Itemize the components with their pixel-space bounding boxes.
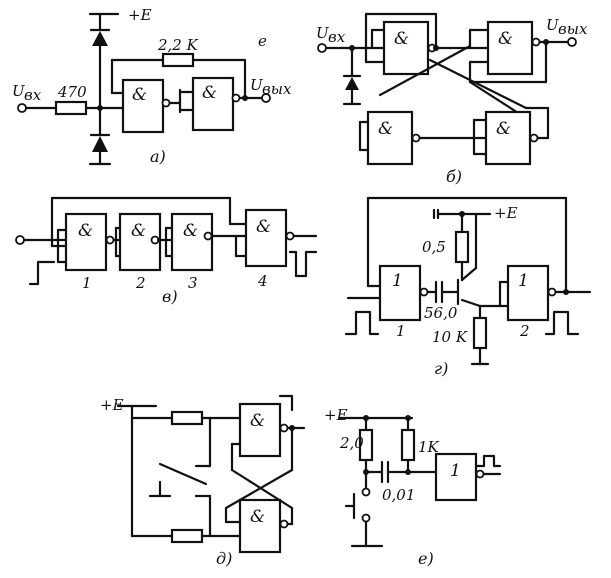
panel-g-number-1: 1 [396, 322, 406, 340]
panel-e-gate-symbol: 1 [450, 461, 461, 481]
panel-d-gate-1-symbol: & [250, 411, 265, 431]
panel-e-caption: е) [418, 549, 434, 568]
panel-b-caption: б) [446, 167, 462, 186]
panel-c-gate-4-symbol: & [256, 217, 271, 237]
panel-c-gate-2-symbol: & [131, 221, 146, 241]
panel-d-supply-label: +E [100, 396, 124, 414]
panel-c-caption: в) [162, 287, 178, 306]
panel-a-input-subscript: вх [24, 86, 42, 104]
panel-a-input-resistor-value: 470 [57, 83, 87, 101]
panel-c-gate-3-symbol: & [183, 221, 198, 241]
panel-a-supply-label: +E [128, 6, 152, 24]
panel-c-number-2: 2 [135, 274, 146, 292]
panel-g-resistor-1-value: 0,5 [422, 238, 446, 256]
panel-c-circuit [15, 196, 318, 286]
panel-a-input-label: U [12, 82, 26, 100]
panel-c-number-1: 1 [82, 274, 92, 292]
panel-a-gate-2-symbol: & [202, 83, 217, 103]
panel-e-supply-label: +E [324, 406, 348, 424]
panel-b-output-subscript: вых [558, 20, 588, 38]
panel-d-caption: д) [216, 549, 232, 568]
panel-b-input-label: U [316, 24, 330, 42]
panel-d-circuit [116, 394, 306, 554]
panel-a-gate-1-symbol: & [132, 85, 147, 105]
panel-b-gate-4-symbol: & [496, 119, 511, 139]
panel-g-number-2: 2 [519, 322, 530, 340]
panel-g-gate-1-symbol: 1 [392, 271, 403, 291]
panel-a-stray-mark: е [258, 32, 267, 50]
panel-a-circuit [17, 12, 271, 166]
panel-b-gate-1-symbol: & [394, 29, 409, 49]
panel-d-gate-2-symbol: & [250, 507, 265, 527]
panel-a-output-label: U [250, 76, 264, 94]
panel-e-circuit [338, 415, 502, 548]
panel-g-supply-label: +E [494, 204, 518, 222]
panel-a-caption: а) [150, 147, 166, 166]
panel-e-resistor-1-value: 2,0 [339, 434, 364, 452]
panel-a-feedback-resistor-value: 2,2 K [157, 36, 199, 54]
panel-b-circuit [317, 12, 577, 166]
panel-g-circuit [344, 196, 592, 366]
panel-g-resistor-2-value: 10 K [432, 328, 468, 346]
panel-c-gate-1-symbol: & [78, 221, 93, 241]
panel-g-capacitor-value: 56,0 [424, 304, 458, 322]
panel-a-output-subscript: вых [262, 80, 292, 98]
panel-e-resistor-2-value: 1K [418, 438, 440, 456]
panel-b-gate-2-symbol: & [498, 29, 513, 49]
panel-b-input-subscript: вх [328, 28, 346, 46]
panel-g-caption: г) [434, 359, 448, 378]
panel-e-capacitor-value: 0,01 [382, 486, 415, 504]
panel-b-output-label: U [546, 16, 560, 34]
panel-b-gate-3-symbol: & [378, 119, 393, 139]
panel-c-number-4: 4 [257, 272, 268, 290]
panel-g-gate-2-symbol: 1 [518, 271, 529, 291]
panel-c-number-3: 3 [188, 274, 198, 292]
